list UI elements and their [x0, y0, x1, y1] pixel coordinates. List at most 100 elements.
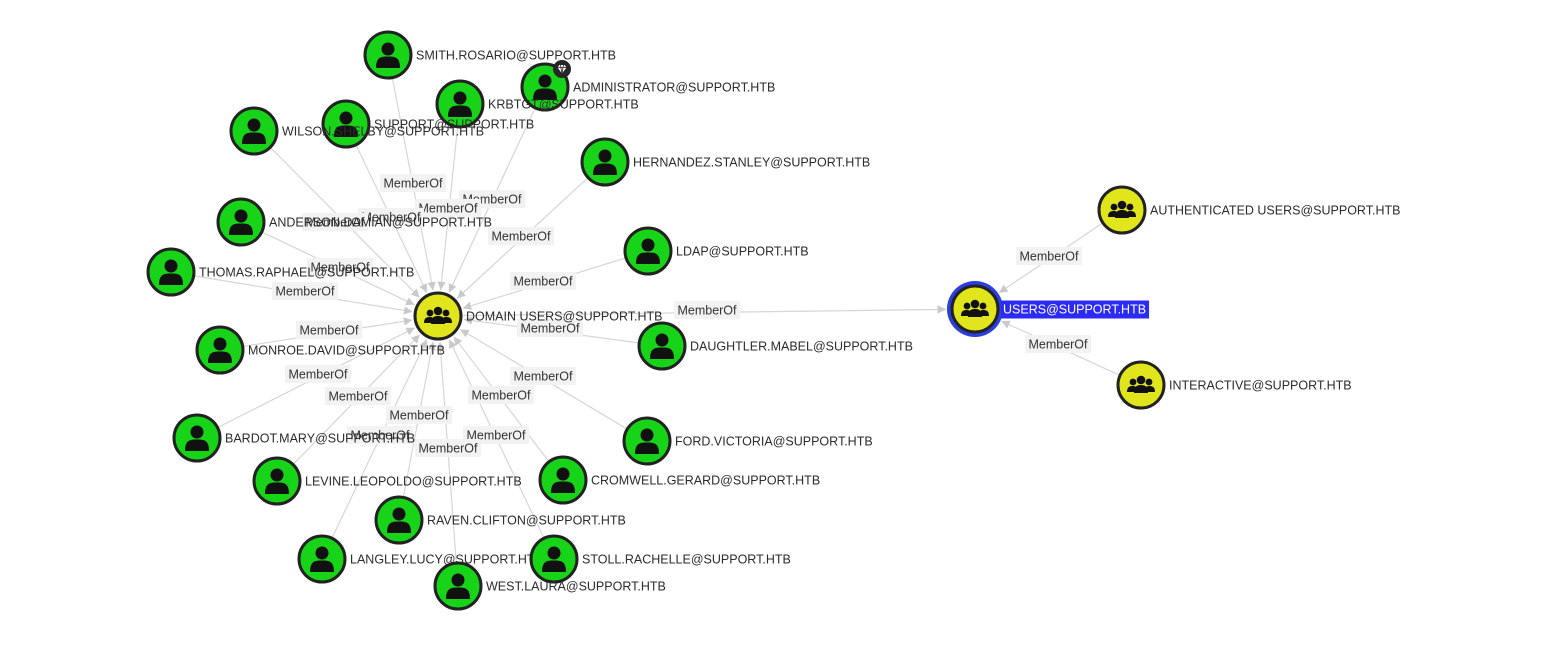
node-ford-victoria[interactable]: FORD.VICTORIA@SUPPORT.HTB: [622, 416, 873, 466]
edge-label-text: MemberOf: [328, 390, 388, 404]
edge-label-background: [1016, 247, 1082, 265]
node-label: HERNANDEZ.STANLEY@SUPPORT.HTB: [633, 156, 870, 170]
edge-label-background: [510, 272, 576, 290]
user-icon: [533, 74, 557, 100]
edge-label-background: [358, 208, 424, 226]
edge-label-text: MemberOf: [520, 322, 580, 336]
edge-label-cromwell_gerard: MemberOf: [468, 386, 534, 404]
node-monroe-david[interactable]: MONROE.DAVID@SUPPORT.HTB: [195, 325, 445, 375]
node-administrator[interactable]: ADMINISTRATOR@SUPPORT.HTB: [520, 60, 775, 112]
node-raven-clifton[interactable]: RAVEN.CLIFTON@SUPPORT.HTB: [374, 495, 626, 545]
edge-label-text: MemberOf: [471, 389, 531, 403]
node-users[interactable]: USERS@SUPPORT.HTB: [947, 281, 1150, 337]
edge-label-text: MemberOf: [288, 368, 348, 382]
node-label: MONROE.DAVID@SUPPORT.HTB: [248, 344, 445, 358]
edge-label-raven_clifton: MemberOf: [386, 406, 452, 424]
user-icon: [334, 111, 358, 137]
edge-label-support: MemberOf: [358, 208, 424, 226]
edge-label-ford_victoria: MemberOf: [510, 367, 576, 385]
edge-label-background: [285, 365, 351, 383]
node-anderson-damian[interactable]: ANDERSON.DAMIAN@SUPPORT.HTB: [216, 197, 492, 247]
node-interactive[interactable]: INTERACTIVE@SUPPORT.HTB: [1116, 360, 1352, 410]
edge-label-text: MemberOf: [1019, 250, 1079, 264]
node-authenticated[interactable]: AUTHENTICATED USERS@SUPPORT.HTB: [1097, 185, 1400, 235]
edge-label-background: [1025, 335, 1091, 353]
node-label: LDAP@SUPPORT.HTB: [676, 245, 809, 259]
node-krbtgt[interactable]: KRBTGT@SUPPORT.HTB: [435, 79, 639, 129]
node-label: WEST.LAURA@SUPPORT.HTB: [486, 580, 666, 594]
node-label: SMITH.ROSARIO@SUPPORT.HTB: [416, 49, 616, 63]
edge-label-text: MemberOf: [491, 230, 551, 244]
node-label: INTERACTIVE@SUPPORT.HTB: [1169, 379, 1352, 393]
node-thomas-raphael[interactable]: THOMAS.RAPHAEL@SUPPORT.HTB: [146, 247, 414, 297]
node-bardot-mary[interactable]: BARDOT.MARY@SUPPORT.HTB: [172, 413, 415, 463]
edge-label-smith_rosario: MemberOf: [380, 174, 446, 192]
edge-label-background: [415, 199, 481, 217]
edge-label-daughtler_mabel: MemberOf: [517, 319, 583, 337]
user-icon: [551, 467, 575, 493]
node-langley-lucy[interactable]: LANGLEY.LUCY@SUPPORT.HTB: [297, 534, 543, 584]
edge-label-bardot_mary: MemberOf: [285, 365, 351, 383]
edge-label-ldap: MemberOf: [510, 272, 576, 290]
edge-label-domain_users: MemberOf: [674, 301, 740, 319]
edge-label-text: MemberOf: [383, 177, 443, 191]
edge-label-authenticated: MemberOf: [1016, 247, 1082, 265]
node-levine-leopoldo[interactable]: LEVINE.LEOPOLDO@SUPPORT.HTB: [252, 456, 522, 506]
user-icon: [387, 507, 411, 533]
user-icon: [446, 573, 470, 599]
edge-label-background: [325, 387, 391, 405]
node-label: BARDOT.MARY@SUPPORT.HTB: [225, 432, 415, 446]
edge-label-background: [674, 301, 740, 319]
node-label: CROMWELL.GERARD@SUPPORT.HTB: [591, 474, 820, 488]
edge-label-text: MemberOf: [513, 370, 573, 384]
edge-label-background: [510, 367, 576, 385]
node-label: FORD.VICTORIA@SUPPORT.HTB: [675, 435, 873, 449]
user-icon: [159, 259, 183, 285]
edge-label-levine_leopoldo: MemberOf: [325, 387, 391, 405]
user-icon: [593, 149, 617, 175]
user-icon: [650, 333, 674, 359]
user-icon: [635, 428, 659, 454]
node-label: SUPPORT@SUPPORT.HTB: [374, 118, 534, 132]
edge-label-wilson_shelby: MemberOf: [302, 213, 368, 231]
edge-labels-layer: MemberOfMemberOfMemberOfMemberOfMemberOf…: [272, 174, 1091, 457]
node-label: DAUGHTLER.MABEL@SUPPORT.HTB: [690, 340, 913, 354]
node-west-laura[interactable]: WEST.LAURA@SUPPORT.HTB: [433, 561, 666, 611]
node-support[interactable]: SUPPORT@SUPPORT.HTB: [321, 99, 534, 149]
node-smith-rosario[interactable]: SMITH.ROSARIO@SUPPORT.HTB: [363, 30, 616, 80]
edge-label-text: MemberOf: [418, 202, 478, 216]
edge-label-text: MemberOf: [275, 285, 335, 299]
group-icon: [1127, 375, 1155, 393]
node-wilson-shelby[interactable]: WILSON.SHELBY@SUPPORT.HTB: [229, 106, 484, 156]
node-ldap[interactable]: LDAP@SUPPORT.HTB: [623, 226, 809, 276]
node-cromwell-gerard[interactable]: CROMWELL.GERARD@SUPPORT.HTB: [538, 455, 820, 505]
edge-label-krbtgt: MemberOf: [415, 199, 481, 217]
edge-label-background: [468, 386, 534, 404]
edge-label-interactive: MemberOf: [1025, 335, 1091, 353]
edge-label-west_laura: MemberOf: [415, 439, 481, 457]
edge-label-text: MemberOf: [350, 429, 410, 443]
edge-label-text: MemberOf: [361, 211, 421, 225]
user-icon: [542, 546, 566, 572]
node-domain-users[interactable]: DOMAIN USERS@SUPPORT.HTB: [413, 291, 663, 341]
node-label: AUTHENTICATED USERS@SUPPORT.HTB: [1150, 204, 1400, 218]
edge-label-thomas_raphael: MemberOf: [272, 282, 338, 300]
edge-label-text: MemberOf: [513, 275, 573, 289]
group-icon: [1108, 200, 1136, 218]
node-label: USERS@SUPPORT.HTB: [1003, 303, 1146, 317]
edge-label-hernandez_stanley: MemberOf: [488, 227, 554, 245]
edge-label-text: MemberOf: [466, 429, 526, 443]
node-label: ADMINISTRATOR@SUPPORT.HTB: [573, 81, 775, 95]
node-daughtler-mabel[interactable]: DAUGHTLER.MABEL@SUPPORT.HTB: [637, 321, 913, 371]
edge-label-anderson_damian: MemberOf: [307, 258, 373, 276]
node-label: RAVEN.CLIFTON@SUPPORT.HTB: [427, 514, 626, 528]
node-hernandez-stanley[interactable]: HERNANDEZ.STANLEY@SUPPORT.HTB: [580, 137, 870, 187]
node-stoll-rachelle[interactable]: STOLL.RACHELLE@SUPPORT.HTB: [529, 534, 791, 584]
user-icon: [265, 468, 289, 494]
node-label: LEVINE.LEOPOLDO@SUPPORT.HTB: [305, 475, 522, 489]
edge-label-background: [380, 174, 446, 192]
edge-label-background: [415, 439, 481, 457]
edge-label-text: MemberOf: [389, 409, 449, 423]
high-value-gem-icon: [553, 60, 571, 78]
